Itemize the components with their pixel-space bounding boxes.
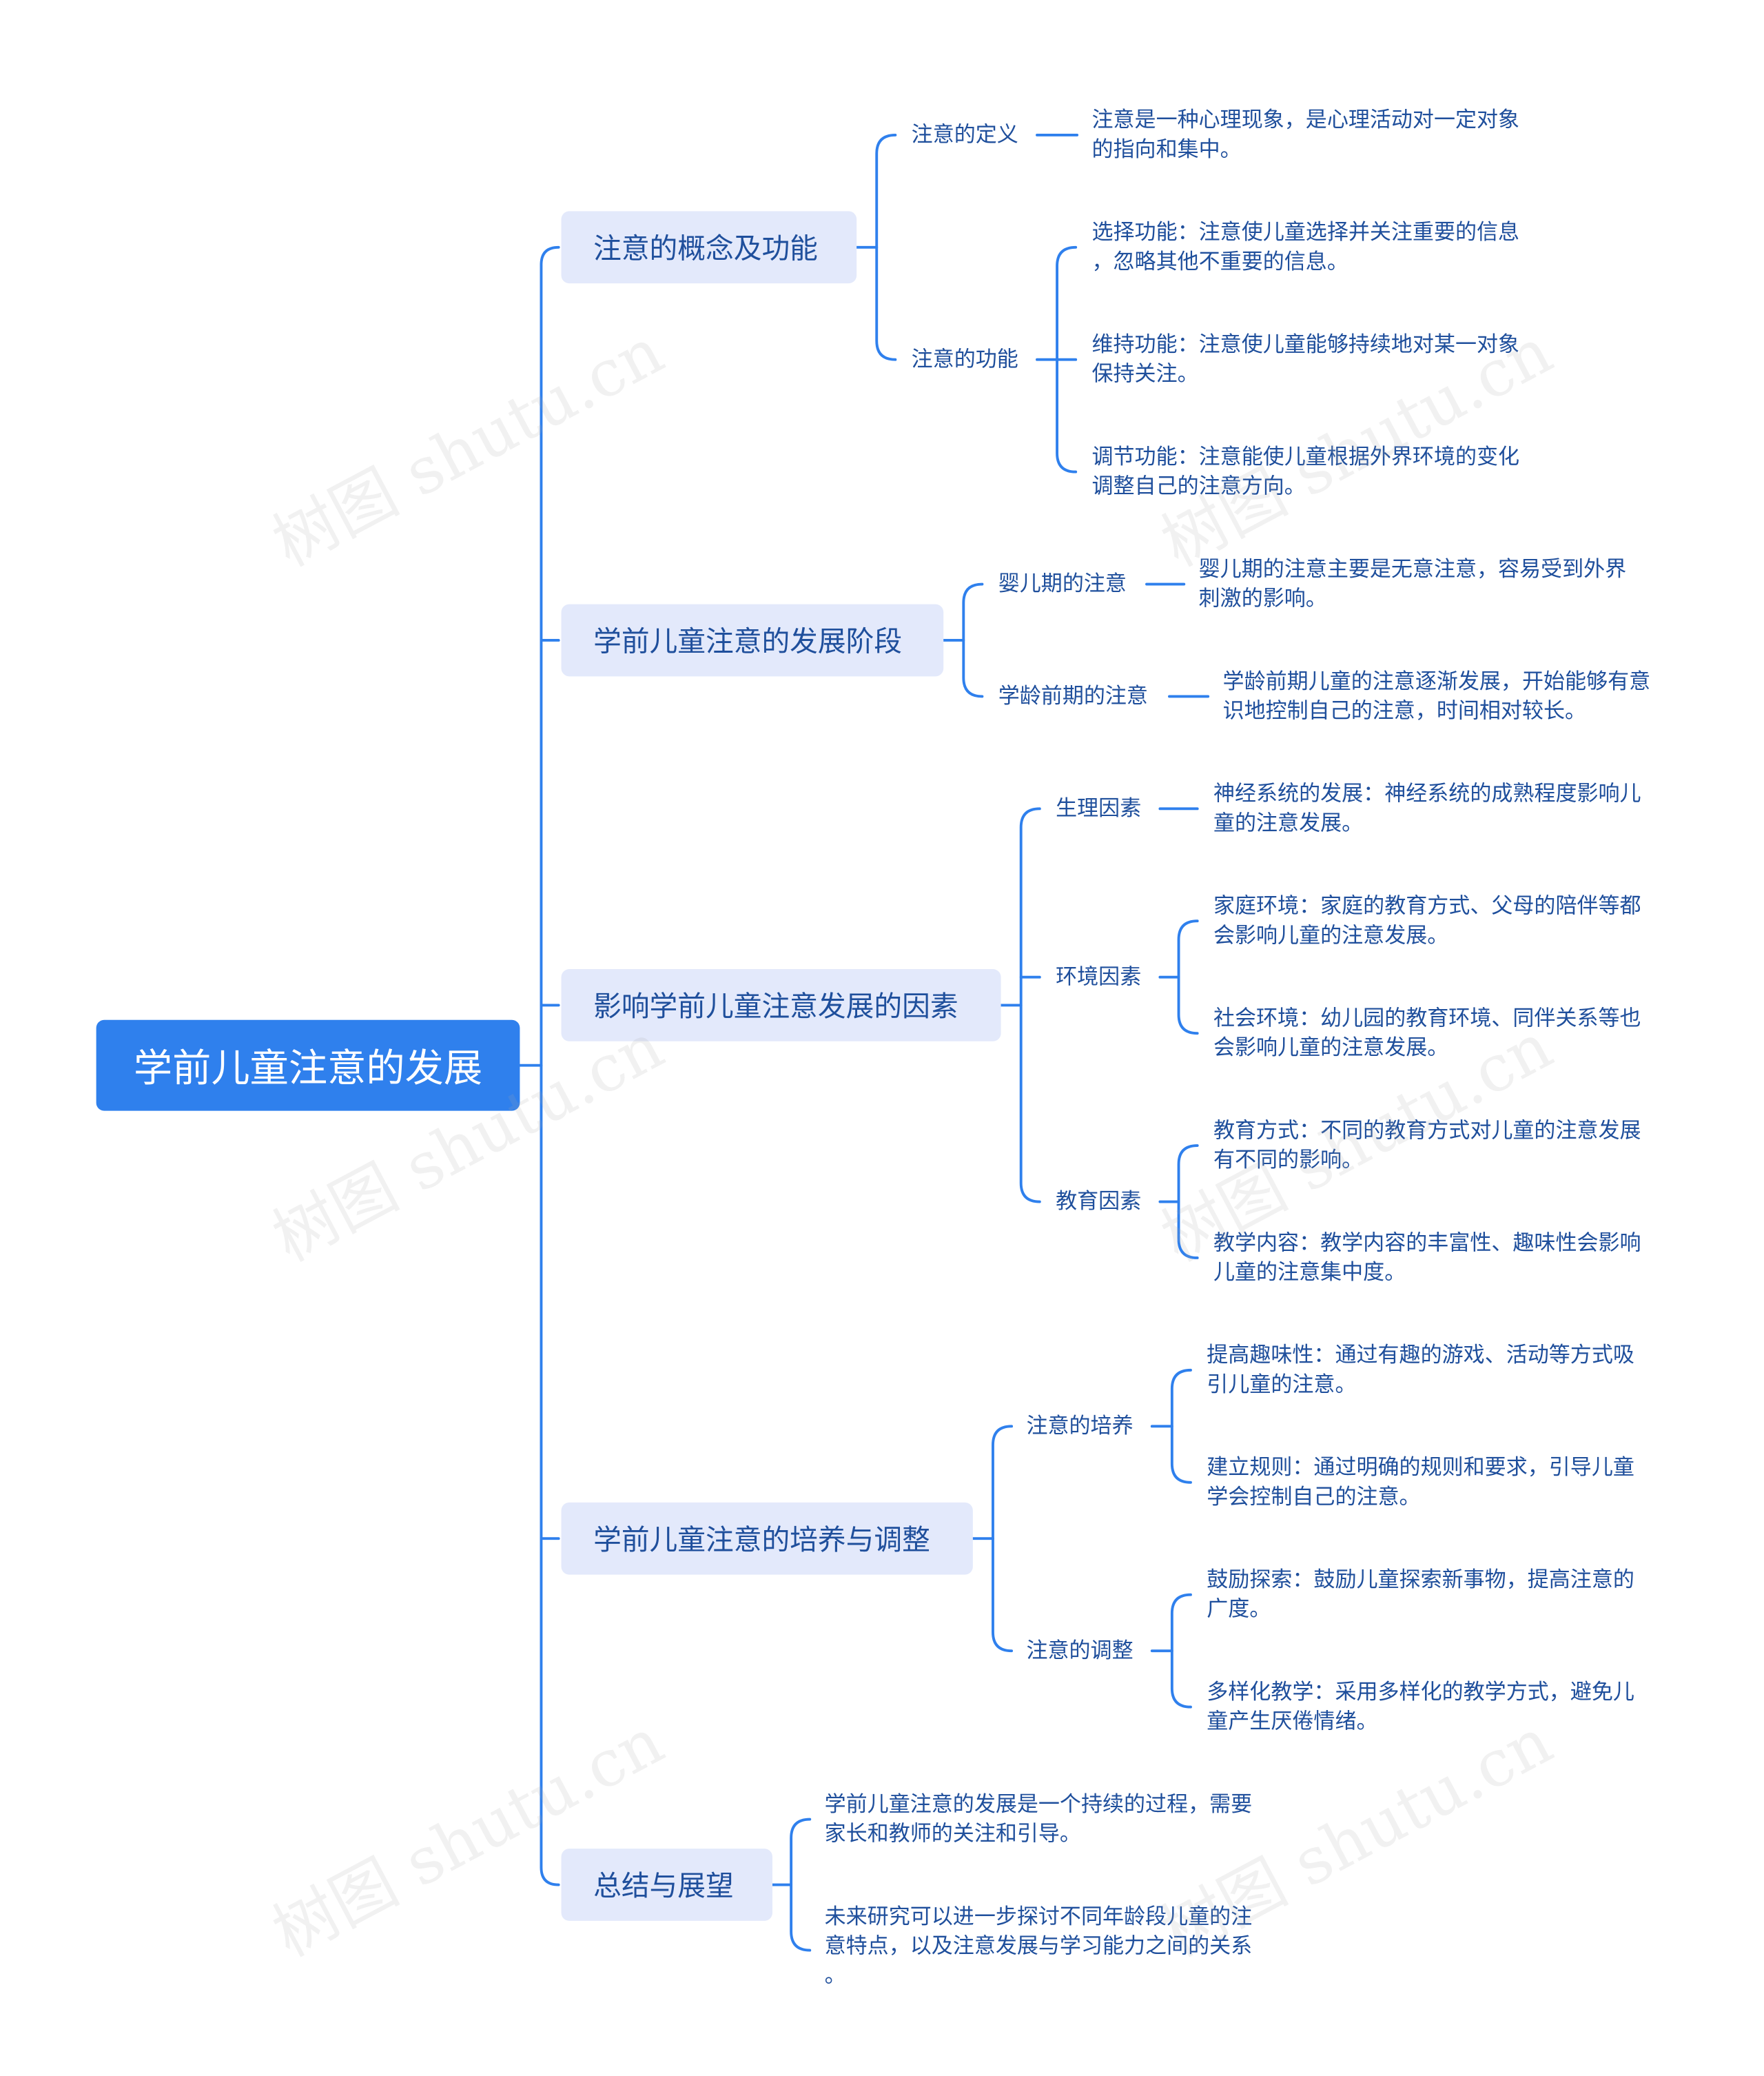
text-establish-rules: 建立规则：通过明确的规则和要求，引导儿童 学会控制自己的注意。 [1207,1453,1634,1512]
node-attention-function[interactable]: 注意的功能 [911,346,1018,372]
text-line: 调整自己的注意方向。 [1091,473,1306,499]
text-line: 儿童的注意集中度。 [1213,1259,1406,1285]
text-line: 的指向和集中。 [1091,136,1242,162]
text-infant-attention: 婴儿期的注意主要是无意注意，容易受到外界 刺激的影响。 [1199,555,1627,613]
text-line: 选择功能：注意使儿童选择并关注重要的信息 [1091,219,1520,245]
text-family-environment: 家庭环境：家庭的教育方式、父母的陪伴等都 会影响儿童的注意发展。 [1213,892,1641,950]
text-line: 学会控制自己的注意。 [1207,1483,1421,1509]
text-line: 学龄前期儿童的注意逐渐发展，开始能够有意 [1222,668,1651,694]
text-line: 未来研究可以进一步探讨不同年龄段儿童的注 [824,1903,1253,1929]
text-line: 社会环境：幼儿园的教育环境、同伴关系等也 [1213,1005,1641,1031]
branch-development-stages[interactable]: 学前儿童注意的发展阶段 [561,604,944,677]
text-line: 多样化教学：采用多样化的教学方式，避免儿 [1207,1678,1634,1704]
branch-cultivation-adjustment[interactable]: 学前儿童注意的培养与调整 [561,1502,973,1575]
text-line: 童产生厌倦情绪。 [1207,1708,1378,1734]
text-line: 广度。 [1207,1596,1271,1622]
text-line: 教学内容：教学内容的丰富性、趣味性会影响 [1213,1230,1641,1256]
node-educational-factors[interactable]: 教育因素 [1056,1188,1142,1214]
text-line: 童的注意发展。 [1213,810,1364,836]
text-line: 家长和教师的关注和引导。 [824,1820,1081,1846]
node-preschool-attention[interactable]: 学龄前期的注意 [998,683,1148,709]
text-selection-function: 选择功能：注意使儿童选择并关注重要的信息 ，忽略其他不重要的信息。 [1091,218,1519,276]
node-attention-definition[interactable]: 注意的定义 [911,121,1018,147]
text-line: 意特点，以及注意发展与学习能力之间的关系 [824,1933,1253,1959]
text-line: 注意是一种心理现象，是心理活动对一定对象 [1091,107,1520,132]
text-line: 婴儿期的注意主要是无意注意，容易受到外界 [1198,556,1627,582]
text-line: 会影响儿童的注意发展。 [1213,1035,1449,1060]
text-encourage-exploration: 鼓励探索：鼓励儿童探索新事物，提高注意的 广度。 [1207,1565,1634,1624]
branch-summary-outlook[interactable]: 总结与展望 [561,1849,772,1921]
text-line: 提高趣味性：通过有趣的游戏、活动等方式吸 [1207,1342,1634,1367]
text-line: 神经系统的发展：神经系统的成熟程度影响儿 [1213,780,1641,806]
text-line: 引儿童的注意。 [1207,1371,1357,1397]
text-definition: 注意是一种心理现象，是心理活动对一定对象 的指向和集中。 [1091,105,1519,164]
text-maintenance-function: 维持功能：注意使儿童能够持续地对某一对象 保持关注。 [1091,330,1519,389]
text-diversified-teaching: 多样化教学：采用多样化的教学方式，避免儿 童产生厌倦情绪。 [1207,1678,1634,1736]
branch-influencing-factors[interactable]: 影响学前儿童注意发展的因素 [561,969,1001,1041]
text-line: 维持功能：注意使儿童能够持续地对某一对象 [1091,331,1520,357]
text-line: ，忽略其他不重要的信息。 [1091,248,1348,274]
text-regulation-function: 调节功能：注意能使儿童根据外界环境的变化 调整自己的注意方向。 [1091,442,1519,501]
text-line: 建立规则：通过明确的规则和要求，引导儿童 [1207,1454,1634,1480]
text-line: 会影响儿童的注意发展。 [1213,922,1449,948]
text-line: 有不同的影响。 [1213,1146,1364,1172]
root-topic[interactable]: 学前儿童注意的发展 [96,1019,520,1111]
text-outlook: 未来研究可以进一步探讨不同年龄段儿童的注 意特点，以及注意发展与学习能力之间的关… [825,1902,1253,1991]
text-summary: 学前儿童注意的发展是一个持续的过程，需要 家长和教师的关注和引导。 [825,1790,1253,1849]
text-line: 。 [824,1962,846,1988]
text-line: 刺激的影响。 [1198,585,1327,611]
node-attention-cultivation[interactable]: 注意的培养 [1026,1412,1134,1438]
branch-concept-function[interactable]: 注意的概念及功能 [561,211,857,284]
node-environmental-factors[interactable]: 环境因素 [1056,964,1142,990]
text-preschool-attention: 学龄前期儿童的注意逐渐发展，开始能够有意 识地控制自己的注意，时间相对较长。 [1223,667,1651,726]
text-line: 鼓励探索：鼓励儿童探索新事物，提高注意的 [1207,1566,1634,1592]
node-physiological-factors[interactable]: 生理因素 [1056,795,1142,821]
text-line: 家庭环境：家庭的教育方式、父母的陪伴等都 [1213,893,1641,919]
text-education-method: 教育方式：不同的教育方式对儿童的注意发展 有不同的影响。 [1213,1116,1641,1174]
text-social-environment: 社会环境：幼儿园的教育环境、同伴关系等也 会影响儿童的注意发展。 [1213,1004,1641,1062]
text-line: 教育方式：不同的教育方式对儿童的注意发展 [1213,1117,1641,1143]
text-line: 学前儿童注意的发展是一个持续的过程，需要 [824,1791,1253,1817]
node-infant-attention[interactable]: 婴儿期的注意 [998,571,1127,596]
text-line: 识地控制自己的注意，时间相对较长。 [1222,698,1587,724]
text-line: 调节功能：注意能使儿童根据外界环境的变化 [1091,443,1520,469]
node-attention-adjustment[interactable]: 注意的调整 [1026,1637,1134,1663]
text-teaching-content: 教学内容：教学内容的丰富性、趣味性会影响 儿童的注意集中度。 [1213,1228,1641,1287]
text-line: 保持关注。 [1091,360,1199,387]
text-increase-interest: 提高趣味性：通过有趣的游戏、活动等方式吸 引儿童的注意。 [1207,1341,1634,1399]
text-nervous-system: 神经系统的发展：神经系统的成熟程度影响儿 童的注意发展。 [1213,780,1641,838]
